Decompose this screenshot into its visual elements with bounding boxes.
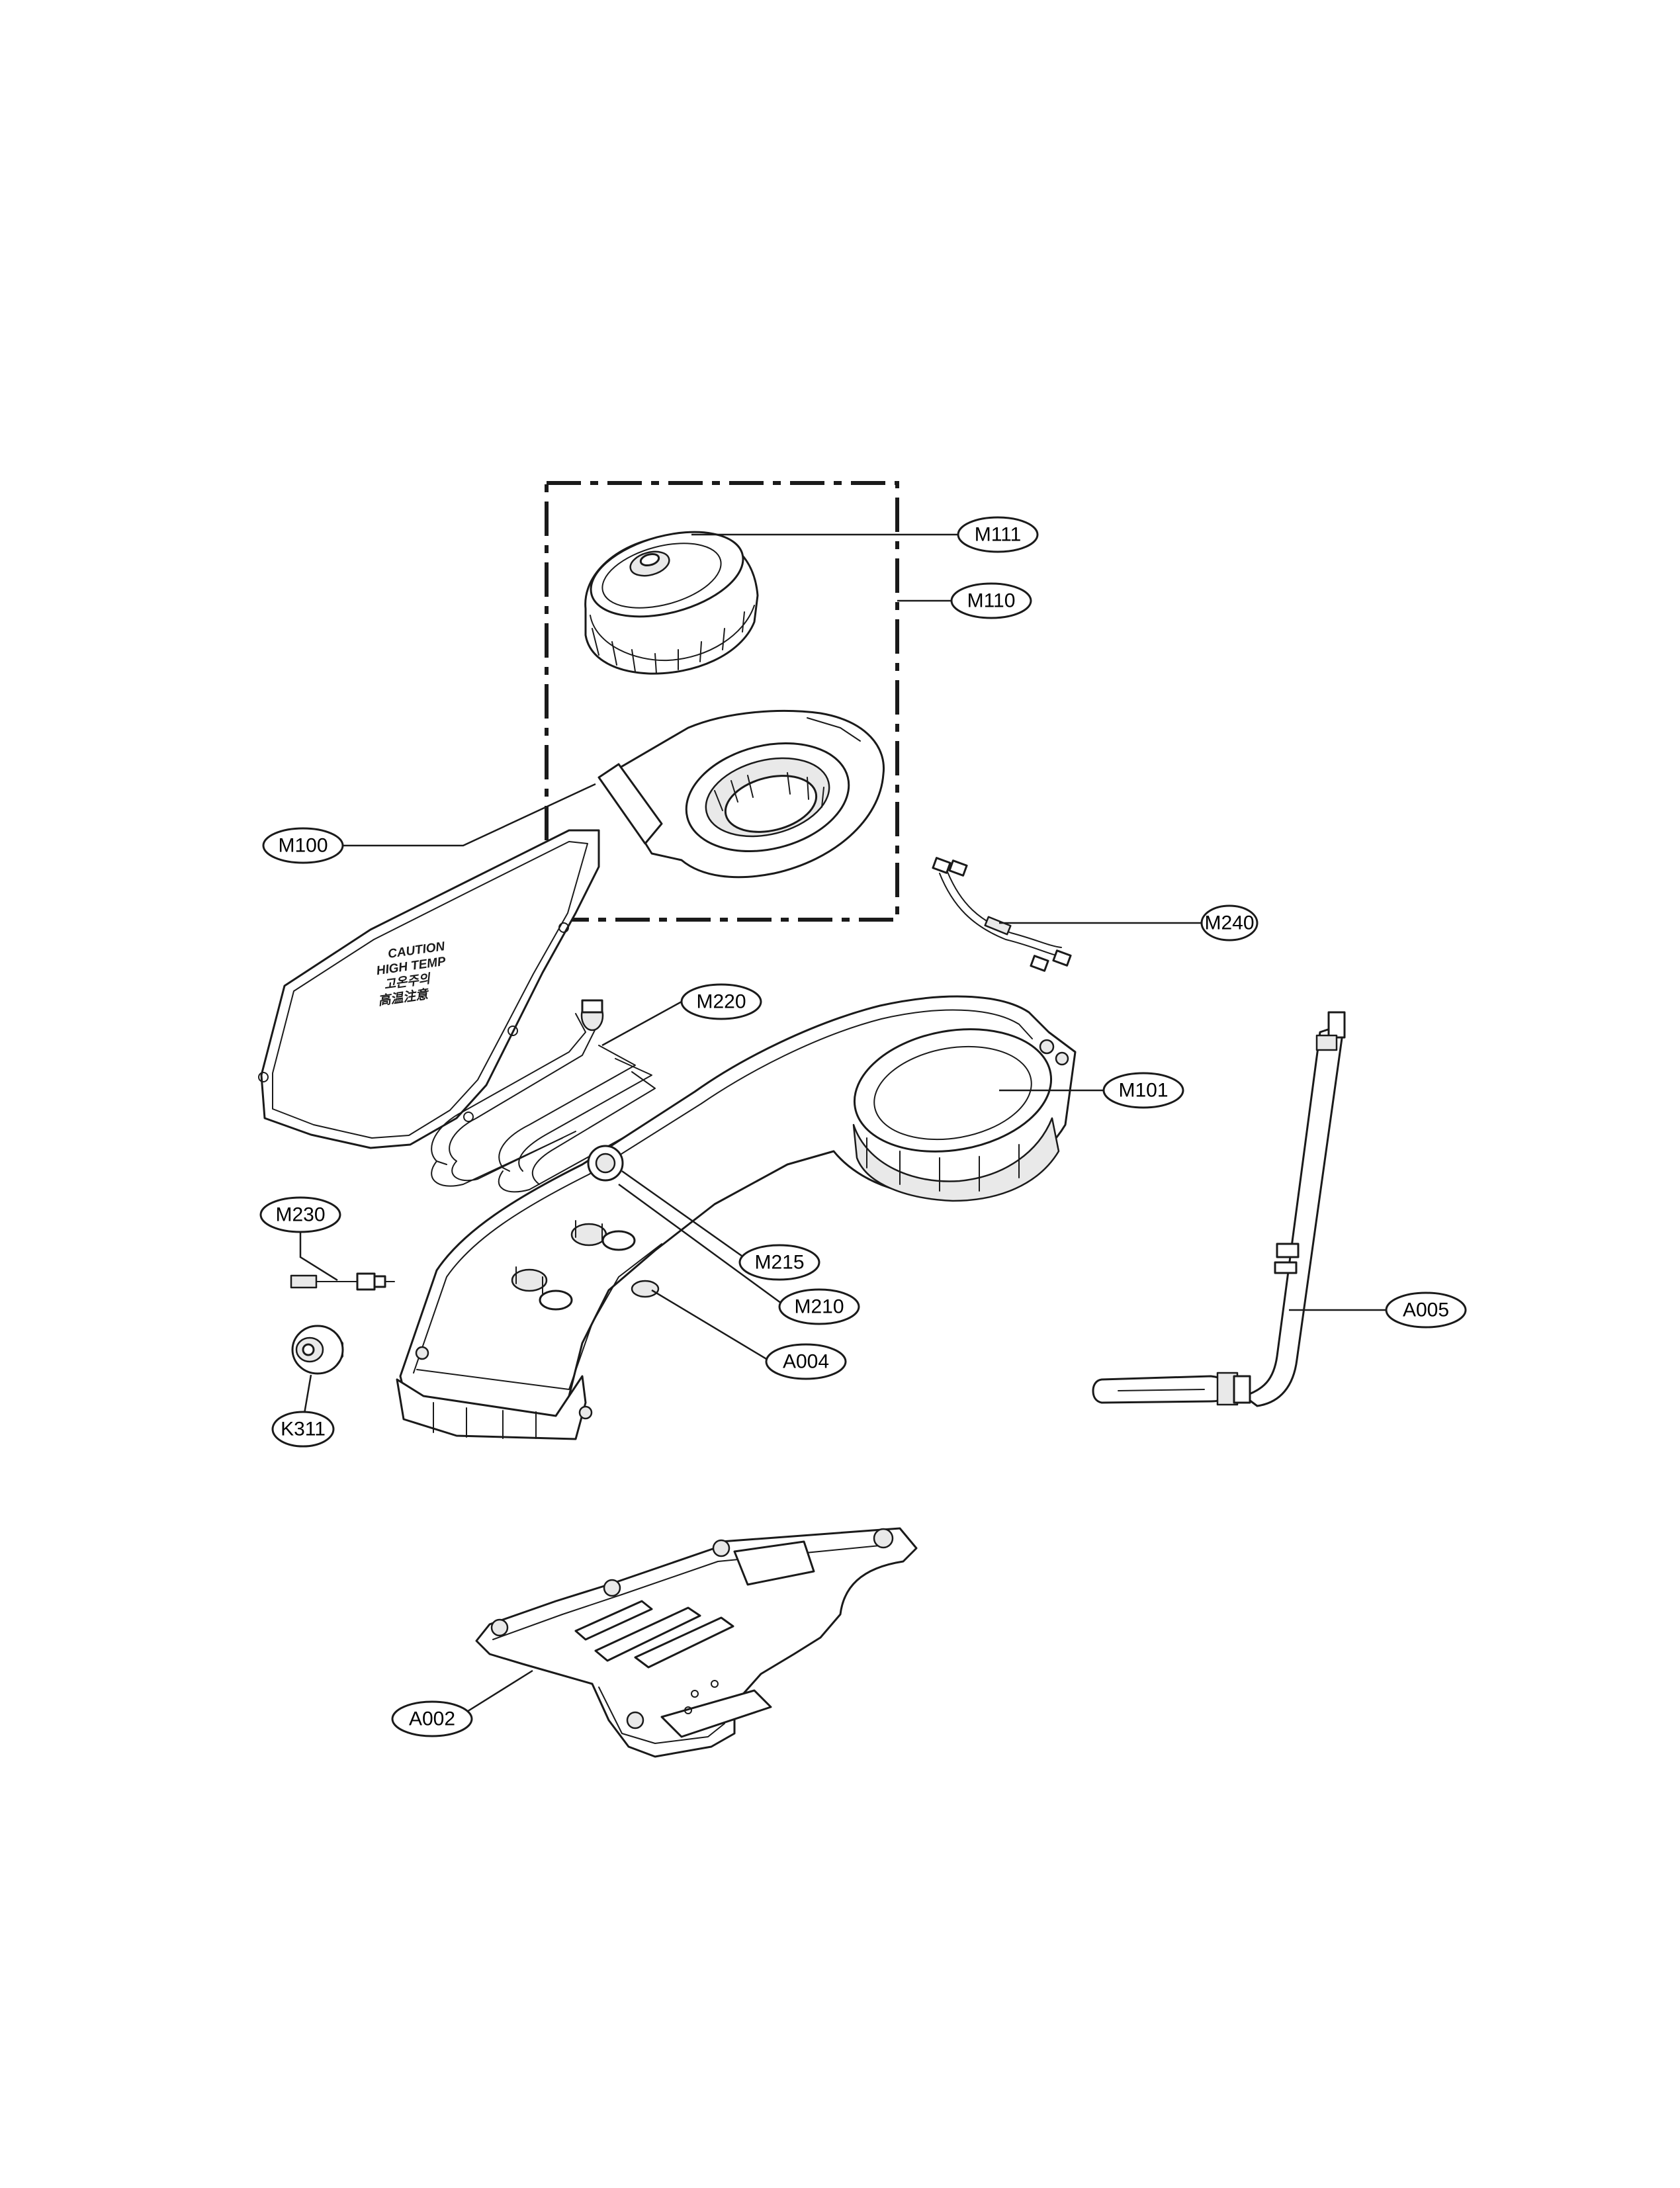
assembly-boundary-m110 [545,481,899,922]
part-m100-duct-cover: CAUTION HIGH TEMP 고온주의 高温注意 [258,829,600,1149]
part-m111-motor-cap [584,531,759,675]
callout-m220: M220 [680,983,762,1020]
callout-m101-label: M101 [1118,1080,1168,1102]
callout-m210-label: M210 [794,1296,844,1318]
part-m110-fan-housing [597,710,885,879]
callout-m111: M111 [957,516,1039,553]
leader-m220 [601,1000,682,1047]
part-m240-wire-harness [932,857,1072,972]
leader-m215 [621,1170,752,1264]
callout-k311: K311 [271,1411,335,1448]
part-m215-thermostat [587,1145,624,1182]
leader-m210 [618,1183,787,1308]
leader-m230 [299,1232,338,1282]
leader-lines [299,533,1386,1718]
part-m220-heater [431,999,656,1193]
callout-m100-label: M100 [278,835,328,857]
callout-k311-label: K311 [281,1419,326,1440]
callout-m210: M210 [778,1288,860,1325]
callout-m111-label: M111 [975,524,1022,546]
callout-a005: A005 [1385,1291,1467,1329]
part-m230-sensor [290,1272,395,1291]
part-m101-lower-duct [396,995,1077,1440]
leader-m100 [343,783,596,847]
callout-m220-label: M220 [696,991,746,1013]
callout-m110: M110 [950,582,1032,619]
callout-a004-label: A004 [783,1351,829,1373]
callout-m230-label: M230 [275,1204,325,1226]
callout-m215-label: M215 [754,1252,804,1274]
callout-m110-label: M110 [967,590,1016,612]
callout-a002: A002 [391,1700,473,1737]
callout-m100: M100 [262,827,344,864]
part-a002-base-plate [475,1527,918,1758]
callout-a005-label: A005 [1403,1299,1449,1321]
callout-m240-label: M240 [1204,912,1254,934]
callout-m230: M230 [259,1196,341,1233]
callout-m101: M101 [1102,1072,1184,1109]
callout-a004: A004 [765,1343,847,1380]
part-a005-drain-pipe [1092,1011,1346,1407]
callout-m215: M215 [738,1244,820,1281]
callout-a002-label: A002 [409,1708,455,1730]
leader-a002 [458,1669,533,1718]
part-k311-fuse [291,1325,344,1375]
callout-m240: M240 [1200,904,1259,941]
leader-a004 [651,1289,768,1361]
